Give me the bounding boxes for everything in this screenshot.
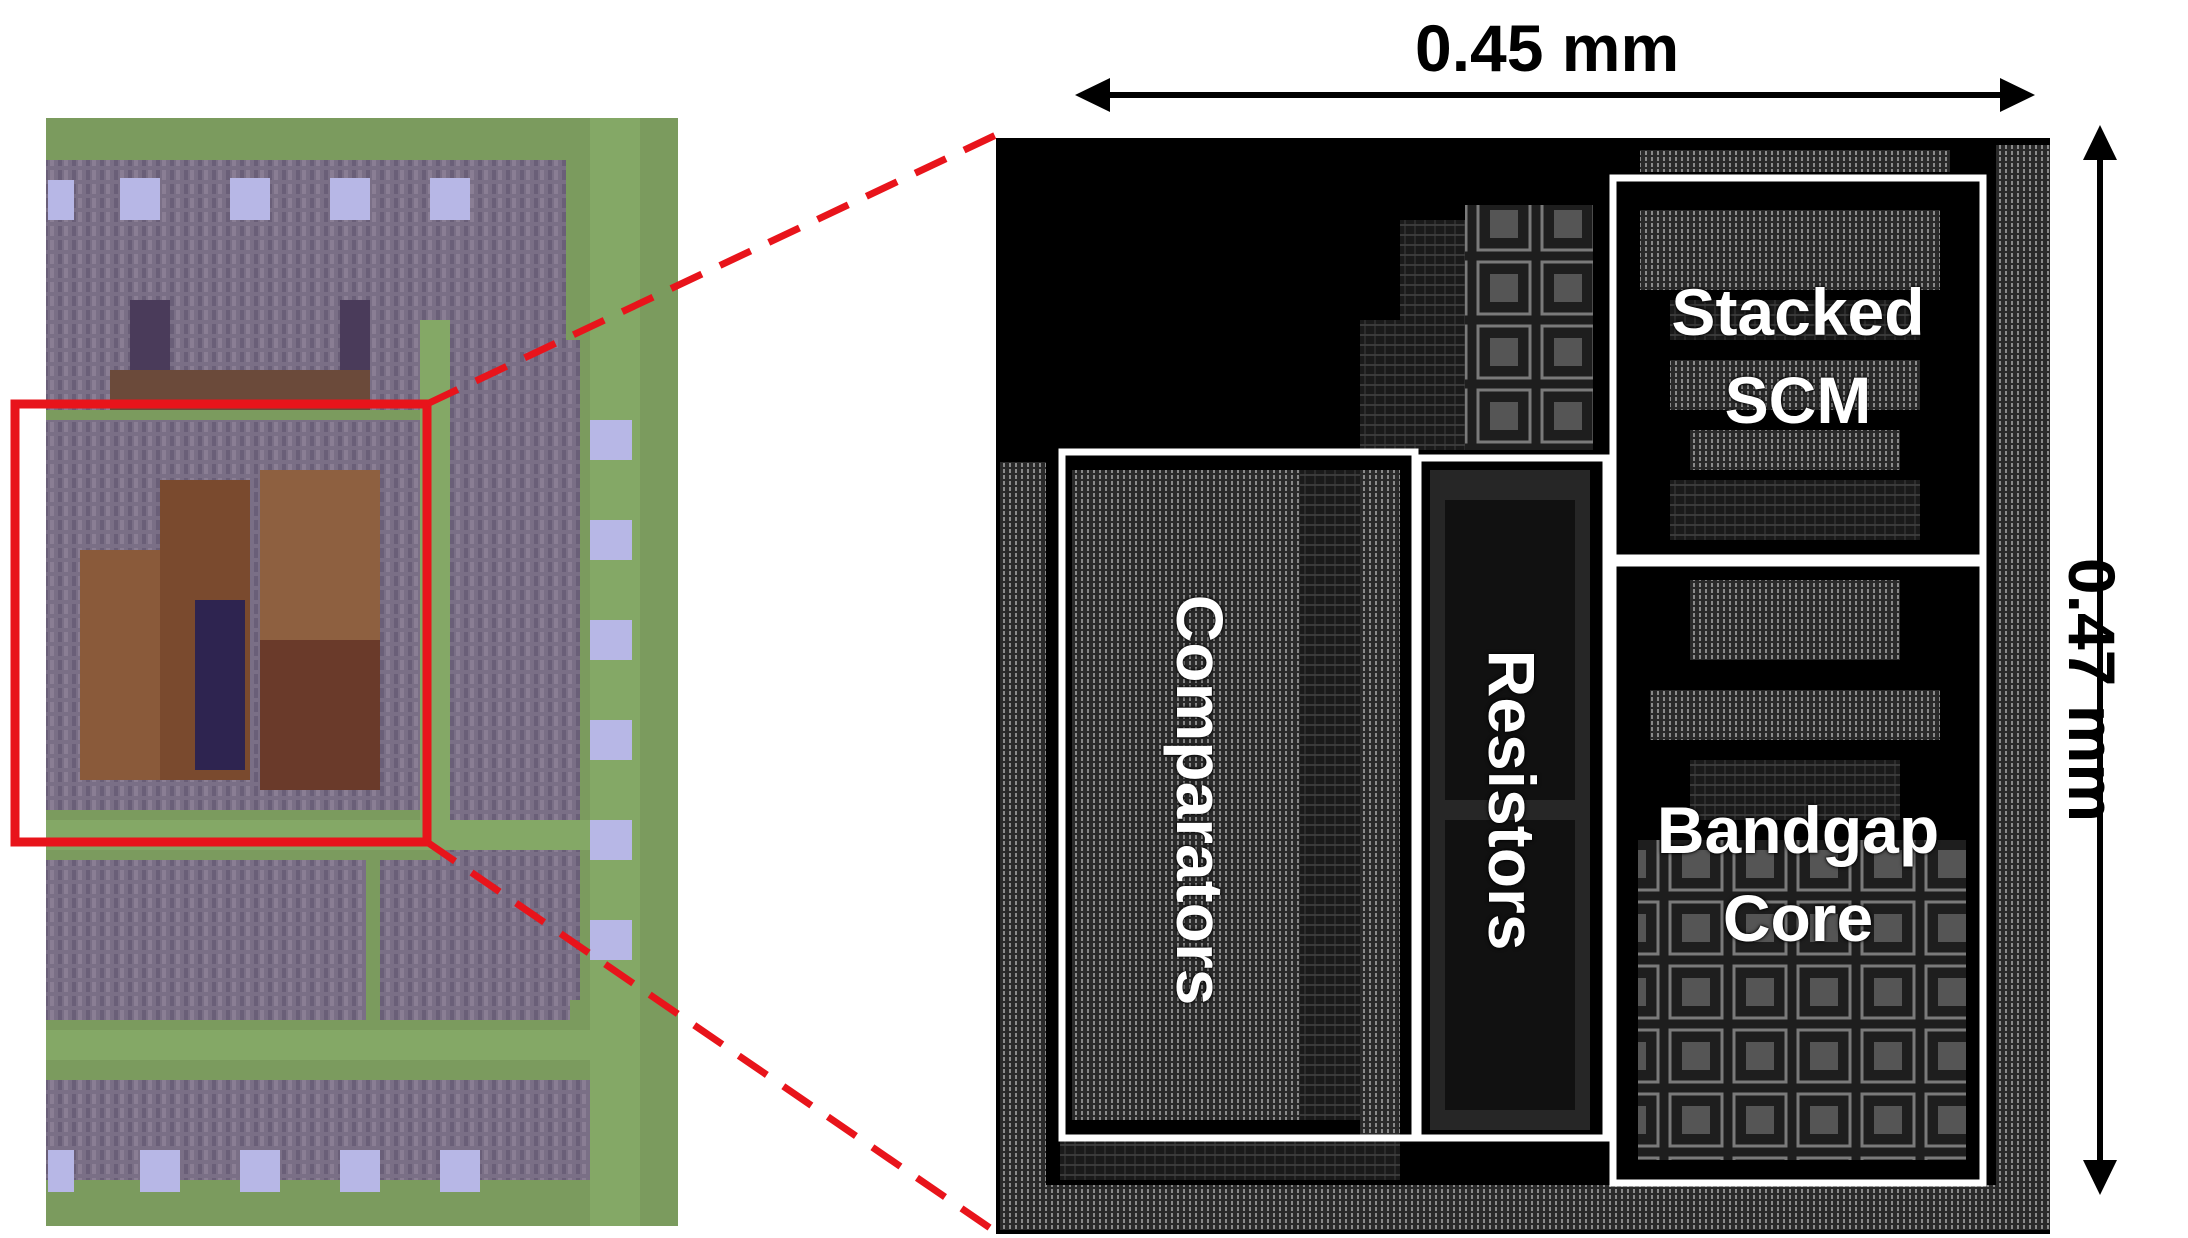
width-dimension-arrow — [1075, 78, 2035, 112]
height-label: 0.47 mm — [2055, 557, 2129, 823]
bandgap-core-label: Bandgap Core — [1656, 793, 1940, 955]
block-outlines — [1058, 174, 1987, 1187]
resistors-label: Resistors — [1475, 649, 1549, 951]
die-photo — [46, 118, 678, 1226]
resistors-outline — [1414, 454, 1610, 1142]
width-label: 0.45 mm — [1415, 11, 1680, 85]
stacked-scm-label: Stacked SCM — [1671, 275, 1925, 437]
layout-view — [996, 138, 2050, 1234]
height-dimension-arrow — [2083, 125, 2117, 1195]
zoom-box — [10, 399, 432, 847]
zoom-line-bottom — [425, 839, 998, 1235]
stacked-scm-outline — [1609, 174, 1987, 562]
comparators-label: Comparators — [1163, 594, 1237, 1006]
bandgap-core-outline — [1609, 559, 1987, 1187]
